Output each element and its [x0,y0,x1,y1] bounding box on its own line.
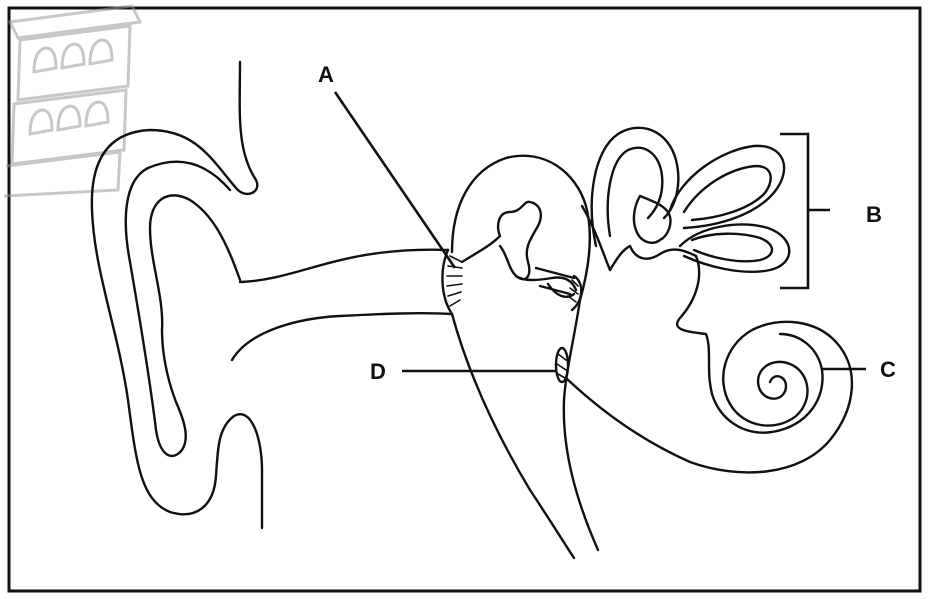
label-c: C [880,357,896,382]
middle-ear [452,156,598,558]
building-watermark [4,6,140,196]
diagram-frame [9,8,920,591]
label-b: B [866,202,882,227]
ear-canal [232,250,452,360]
leader-line-a [335,92,455,268]
eardrum [442,250,462,314]
label-a: A [318,62,334,87]
stapes [536,268,574,297]
outer-ear [92,62,262,528]
semicircular-canal-2 [670,146,784,228]
malleus [462,202,541,279]
label-d: D [370,359,386,384]
leader-bracket-b [780,134,830,288]
